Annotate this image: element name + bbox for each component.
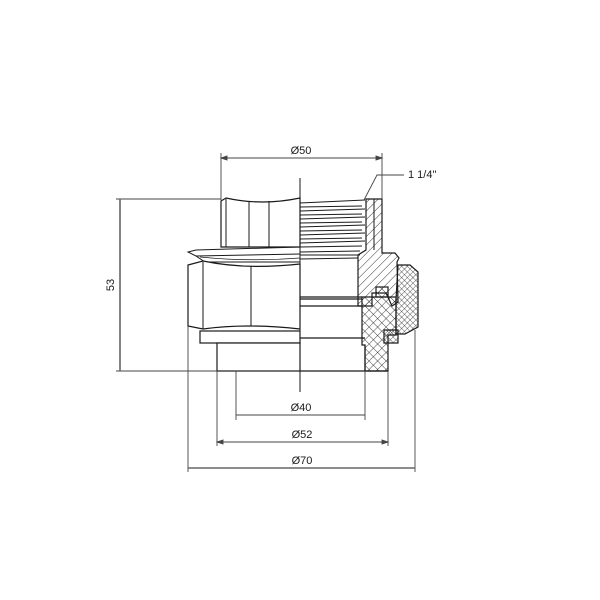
dim-thread-size: 1 1/4" <box>408 169 437 181</box>
dim-outer-diameter: Ø70 <box>291 455 313 467</box>
dim-height: 53 <box>105 278 117 292</box>
dimension-lines <box>116 153 416 472</box>
section-view <box>299 198 419 372</box>
dim-inner-diameter: Ø40 <box>290 402 312 414</box>
dim-mid-diameter: Ø52 <box>291 429 313 441</box>
external-view <box>186 197 301 372</box>
dim-top-diameter: Ø50 <box>290 145 312 157</box>
internal-thread <box>299 199 366 260</box>
